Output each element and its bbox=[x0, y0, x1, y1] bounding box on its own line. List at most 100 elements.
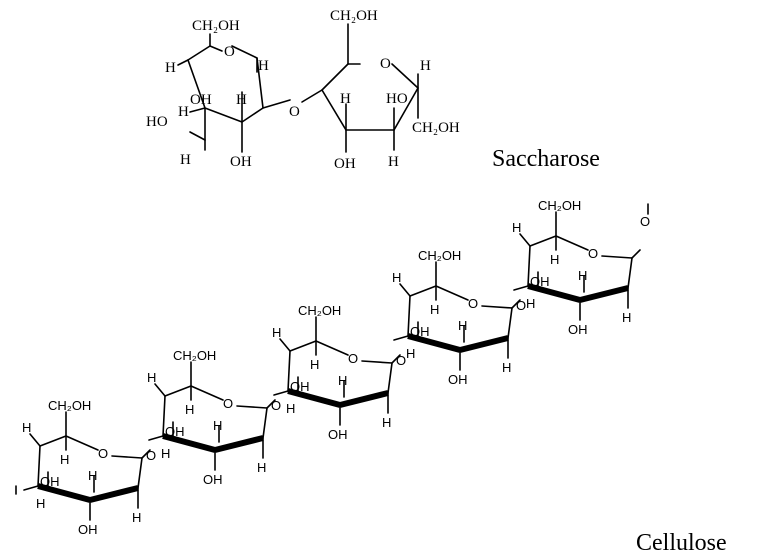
cellulose-unit-2-bond bbox=[164, 385, 192, 397]
cellulose-unit-3-h-c4: H bbox=[286, 401, 295, 416]
cellulose-unit-1-h-c5: H bbox=[60, 452, 69, 467]
saccharose-glucose-ring-o: O bbox=[224, 44, 235, 60]
saccharose-fructose-ch2oh-right: CH₂OH bbox=[412, 120, 460, 136]
saccharose-glucose-ring bbox=[177, 33, 291, 153]
cellulose-unit-4-h-c2: H bbox=[458, 318, 467, 333]
cellulose-unit-3-h-c4-top: H bbox=[272, 325, 281, 340]
saccharose-structure: CH₂OH O H H H OH H HO H OH O CH₂OH O H H… bbox=[146, 8, 460, 172]
cellulose-unit-5-bond bbox=[555, 235, 589, 251]
saccharose-fructose-ring bbox=[321, 23, 419, 153]
cellulose-unit-4-oh-c2: OH bbox=[448, 372, 468, 387]
cellulose-unit-1-bond bbox=[39, 435, 67, 447]
cellulose-unit-2-bridge-o: O bbox=[271, 398, 281, 413]
cellulose-unit-4-bond bbox=[511, 299, 521, 309]
cellulose-unit-1-bridge-o: O bbox=[146, 448, 156, 463]
cellulose-unit-4-bold-bond bbox=[407, 333, 461, 353]
cellulose-unit-4-bold-bond bbox=[459, 335, 509, 353]
cellulose-unit-5-h-c2: H bbox=[578, 268, 587, 283]
cellulose-unit-4-bridge-o: O bbox=[516, 298, 526, 313]
cellulose-unit-2-bold-bond bbox=[214, 435, 264, 453]
cellulose-unit-5-bold-bond bbox=[527, 283, 581, 303]
cellulose-unit-1-bond bbox=[65, 435, 99, 451]
saccharose-glucose-ho-c4: HO bbox=[146, 114, 168, 130]
cellulose-unit-1-bond bbox=[29, 433, 41, 447]
cellulose-unit-4-bond bbox=[435, 285, 469, 301]
saccharose-glucose-h-c3: H bbox=[236, 92, 247, 108]
cellulose-unit-5-bond bbox=[627, 257, 633, 289]
cellulose-unit-2-oh-c3: OH bbox=[165, 424, 185, 439]
cellulose-unit-3-h-c2: H bbox=[338, 373, 347, 388]
cellulose-unit-4-bond bbox=[399, 283, 411, 297]
cellulose-unit-5-oh-c3: OH bbox=[530, 274, 550, 289]
cellulose-label: Cellulose bbox=[636, 530, 727, 556]
cellulose-unit-4-h-c5: H bbox=[430, 302, 439, 317]
cellulose-unit-2-h-c4-top: H bbox=[147, 370, 156, 385]
saccharose-fructose-oh-bottom: OH bbox=[334, 156, 356, 172]
cellulose-unit-1-bond bbox=[111, 455, 143, 459]
cellulose-unit-1-oh-c2: OH bbox=[78, 522, 98, 537]
cellulose-unit-4-oh-c3: OH bbox=[410, 324, 430, 339]
cellulose-unit-2-bond bbox=[154, 383, 166, 397]
cellulose-unit-1-h-c4: H bbox=[36, 496, 45, 511]
cellulose-unit-5-bond bbox=[631, 249, 641, 259]
cellulose-unit-4-ring-o: O bbox=[468, 296, 478, 311]
cellulose-unit-5-h-c1: H bbox=[622, 310, 631, 325]
cellulose-unit-3-bond bbox=[287, 350, 291, 392]
cellulose-unit-3-bridge-o: O bbox=[396, 353, 406, 368]
cellulose-unit-4-bond bbox=[507, 307, 513, 339]
cellulose-unit-5-bond bbox=[601, 255, 633, 259]
cellulose-unit-1-h-c1: H bbox=[132, 510, 141, 525]
cellulose-unit-2-bond bbox=[266, 399, 276, 409]
cellulose-unit-1-bond bbox=[23, 485, 39, 491]
cellulose-unit-1-h-c4-top: H bbox=[22, 420, 31, 435]
cellulose-unit-5-bond bbox=[519, 233, 531, 247]
cellulose-unit-5-h-c4: H bbox=[526, 296, 535, 311]
cellulose-unit-2-h-c5: H bbox=[185, 402, 194, 417]
cellulose-unit-4-h-c4: H bbox=[406, 346, 415, 361]
cellulose-unit-5-ring-o: O bbox=[588, 246, 598, 261]
cellulose-unit-5-h-c4-top: H bbox=[512, 220, 521, 235]
cellulose-unit-1-bond bbox=[37, 445, 41, 487]
saccharose-glucose-oh-bottom: OH bbox=[230, 154, 252, 170]
cellulose-unit-5-oh-c2: OH bbox=[568, 322, 588, 337]
cellulose-unit-5-bold-bond bbox=[579, 285, 629, 303]
cellulose-unit-2-bond bbox=[148, 435, 164, 441]
cellulose-unit-3-bond bbox=[273, 390, 289, 396]
saccharose-glucose-h-bottom: H bbox=[180, 152, 191, 168]
saccharose-glucose-ch2oh: CH₂OH bbox=[192, 18, 240, 34]
saccharose-glucose-oh-c4: OH bbox=[190, 92, 212, 108]
cellulose-unit-1-bond bbox=[137, 457, 143, 489]
cellulose-unit-5-bond bbox=[527, 245, 531, 287]
cellulose-unit-1-ch2oh: CH₂OH bbox=[48, 398, 91, 413]
saccharose-fructose-h-bottom: H bbox=[388, 154, 399, 170]
saccharose-label: Saccharose bbox=[492, 146, 600, 172]
cellulose-unit-2-ch2oh: CH₂OH bbox=[173, 348, 216, 363]
cellulose-unit-2-ring-o: O bbox=[223, 396, 233, 411]
cellulose-unit-4-bond bbox=[481, 305, 513, 309]
saccharose-fructose-h-right: H bbox=[420, 58, 431, 74]
cellulose-unit-3-bold-bond bbox=[339, 390, 389, 408]
cellulose-unit-2-bond bbox=[262, 407, 268, 439]
cellulose-unit-4-h-c4-top: H bbox=[392, 270, 401, 285]
cellulose-unit-4-h-c1: H bbox=[502, 360, 511, 375]
saccharose-glucose-h-c4: H bbox=[178, 104, 189, 120]
cellulose-unit-4-bond bbox=[393, 335, 409, 341]
saccharose-fructose-ring-o: O bbox=[380, 56, 391, 72]
cellulose-unit-3-oh-c2: OH bbox=[328, 427, 348, 442]
cellulose-unit-3-h-c1: H bbox=[382, 415, 391, 430]
cellulose-unit-3-ring-o: O bbox=[348, 351, 358, 366]
cellulose-unit-1-ring-o: O bbox=[98, 446, 108, 461]
cellulose-unit-3-oh-c3: OH bbox=[290, 379, 310, 394]
cellulose-unit-1-bond bbox=[141, 449, 151, 459]
cellulose-unit-3-bond bbox=[289, 340, 317, 352]
cellulose-unit-3-bond bbox=[279, 338, 291, 352]
cellulose-unit-2-bond bbox=[190, 385, 224, 401]
cellulose-unit-2-bond bbox=[162, 395, 166, 437]
cellulose-unit-4-bond bbox=[409, 285, 437, 297]
cellulose-unit-3-bond bbox=[361, 360, 393, 364]
cellulose-unit-4-bond bbox=[407, 295, 411, 337]
cellulose-unit-2-h-c4: H bbox=[161, 446, 170, 461]
saccharose-glucose-h-c5: H bbox=[165, 60, 176, 76]
